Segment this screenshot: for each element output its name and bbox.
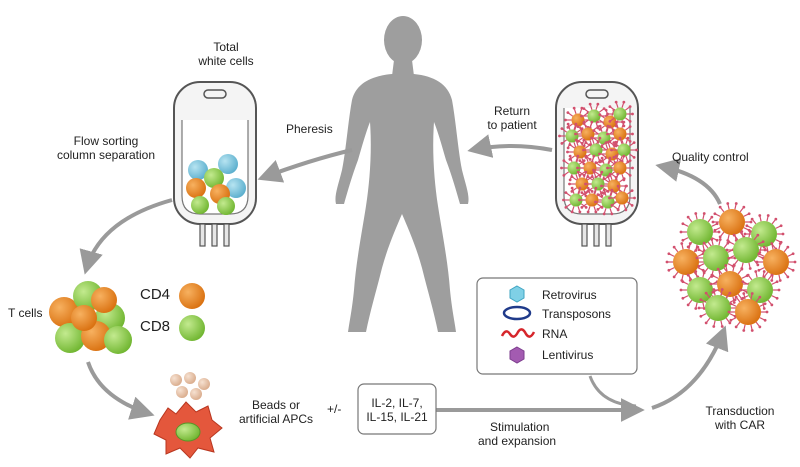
transduction-line1: Transduction [705, 404, 775, 418]
car-t-cell-small [562, 186, 590, 214]
transduction-label: Transduction with CAR [692, 404, 788, 432]
interleukins-line2: IL-15, IL-21 [366, 410, 428, 424]
transduction-line2: with CAR [714, 418, 765, 432]
total-white-cells-line2: white cells [198, 54, 254, 68]
total-white-cells-label: Total white cells [186, 40, 266, 68]
cd4-label: CD4 [140, 286, 171, 303]
car-t-cell-small [608, 184, 636, 212]
rna-icon [500, 328, 536, 338]
t-cells-label: T cells [8, 306, 43, 320]
stimulation-label: Stimulation and expansion [478, 420, 556, 448]
return-line1: Return [493, 104, 531, 118]
plus-minus-label: +/- [327, 402, 342, 416]
t-cell-cluster [49, 281, 132, 354]
car-t-cell [727, 292, 769, 332]
to-beads-arrow [86, 361, 155, 420]
stimulation-line2: and expansion [478, 434, 557, 448]
cd8-legend-cell [179, 315, 205, 341]
return-to-patient-label: Return to patient [474, 104, 550, 132]
beads-line1: Beads or [251, 398, 301, 412]
transposons-icon [502, 305, 532, 321]
car-t-cell-small [610, 136, 638, 164]
artificial-apc [153, 401, 223, 459]
stimulation-line1: Stimulation [490, 420, 550, 434]
car-t-cell-small [574, 120, 602, 148]
left-collection-bag [173, 81, 257, 247]
car-t-cells-in-bag [558, 100, 638, 216]
legend-rna-label: RNA [542, 327, 568, 341]
vector-box-arrow [588, 375, 637, 408]
return-arrow [467, 134, 553, 158]
flow-sorting-label: Flow sorting column separation [40, 134, 172, 162]
car-t-cell-small [576, 154, 604, 182]
beads [170, 372, 210, 400]
pheresis-arrow [257, 148, 353, 183]
interleukins-label: IL-2, IL-7, IL-15, IL-21 [358, 396, 436, 424]
car-t-cell [725, 230, 767, 270]
transduction-arrow [651, 325, 729, 410]
beads-line2: artificial APCs [238, 412, 314, 426]
human-silhouette [335, 16, 469, 332]
total-white-cells-line1: Total [213, 40, 239, 54]
cd4-legend-cell [179, 283, 205, 309]
return-line2: to patient [487, 118, 537, 132]
car-t-cell [679, 270, 721, 310]
white-cell-mix [186, 154, 246, 215]
legend-lentivirus-label: Lentivirus [542, 348, 594, 362]
quality-control-arrow [655, 158, 722, 205]
beads-label: Beads or artificial APCs [224, 398, 328, 426]
quality-control-label: Quality control [672, 150, 749, 164]
lentivirus-icon [509, 346, 525, 364]
flow-sorting-line1: Flow sorting [73, 134, 139, 148]
pheresis-label: Pheresis [286, 122, 333, 136]
interleukin-box [357, 383, 437, 435]
flow-sorting-line2: column separation [56, 148, 156, 162]
interleukins-line1: IL-2, IL-7, [371, 396, 423, 410]
flow-sorting-arrow [79, 198, 173, 275]
car-t-cell [755, 242, 797, 282]
legend-transposons-label: Transposons [542, 307, 611, 321]
legend-retrovirus-label: Retrovirus [542, 288, 597, 302]
car-t-cell [665, 242, 707, 282]
car-t-cluster [665, 202, 797, 332]
retrovirus-icon [509, 285, 525, 303]
cd8-label: CD8 [140, 318, 171, 335]
car-t-cell [711, 202, 753, 242]
